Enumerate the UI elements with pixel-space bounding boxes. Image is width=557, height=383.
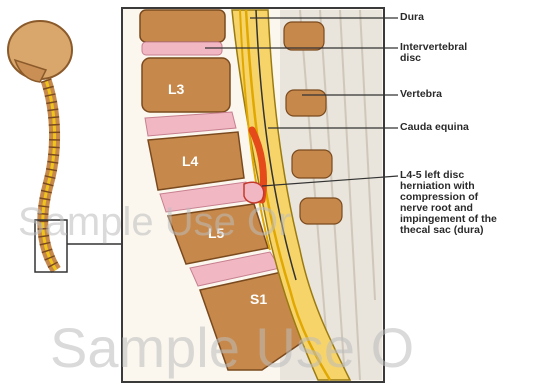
vertebra-label-l5: L5 — [208, 225, 225, 241]
spinous-process-1 — [284, 22, 324, 50]
vertebra-label-s1: S1 — [250, 291, 267, 307]
vertebra-l3 — [142, 58, 230, 112]
spinous-process-4 — [300, 198, 342, 224]
label-cauda-equina: Cauda equina — [400, 122, 469, 133]
label-herniation: L4-5 left disc herniation with compressi… — [400, 170, 497, 236]
label-intervertebral-disc: Intervertebral disc — [400, 42, 467, 64]
label-vertebra: Vertebra — [400, 89, 442, 100]
spinous-process-2 — [286, 90, 326, 116]
spinous-process-3 — [292, 150, 332, 178]
herniated-disc-bulge — [244, 182, 264, 203]
label-dura: Dura — [400, 12, 424, 23]
vertebra-label-l4: L4 — [182, 153, 199, 169]
full-spine-overview — [8, 21, 122, 272]
zoomed-panel: L3 L4 L5 S1 — [122, 8, 384, 382]
vertebra-label-l3: L3 — [168, 81, 185, 97]
vertebra-top — [140, 10, 225, 42]
